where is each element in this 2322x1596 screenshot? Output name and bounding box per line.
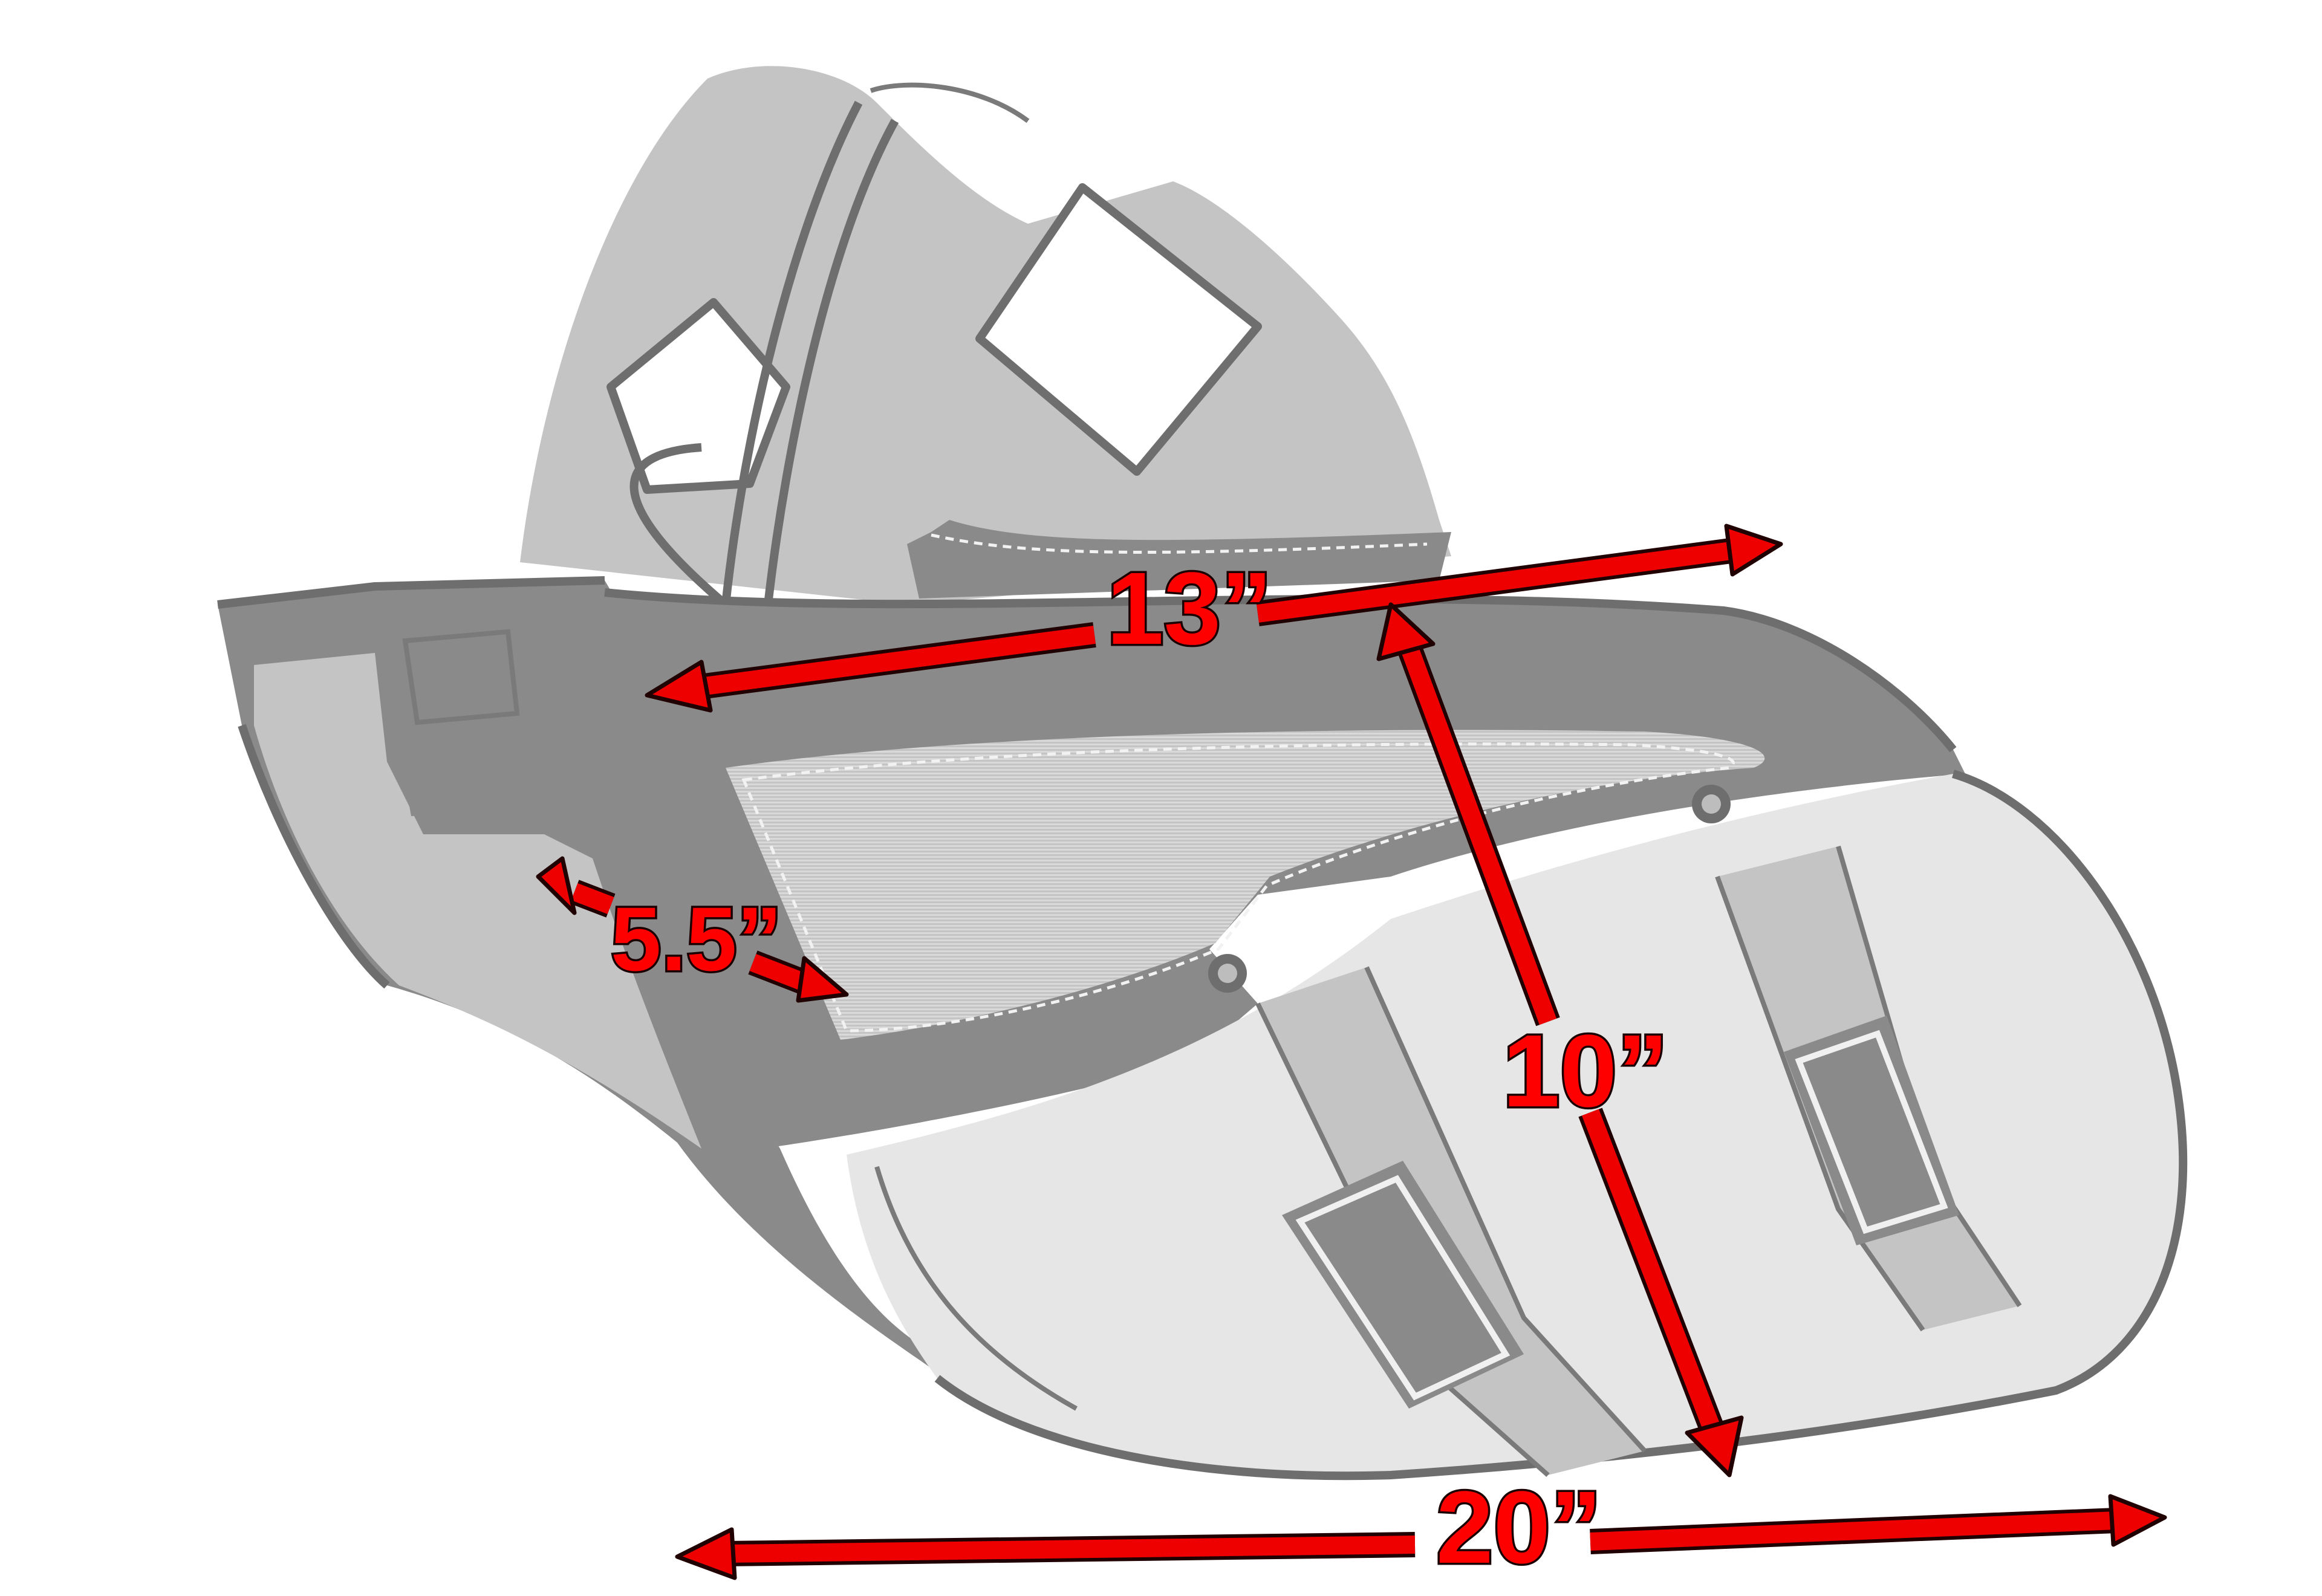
arrowhead-downright-icon [796,956,849,1003]
arrowhead-up-icon [1376,602,1436,661]
dimension-label-13: 13” [1107,551,1272,666]
arrowhead-left-icon [645,660,713,713]
dimension-height: 10” [1376,602,1744,1478]
bag-front-body [847,770,2188,1481]
arrowhead-right-icon [2108,1494,2167,1547]
buckle-right [1784,1016,1959,1245]
arrowhead-down-icon [1685,1415,1744,1478]
bag-back-panel [217,576,968,1372]
dimension-label-20: 20” [1436,1470,1602,1585]
dimension-label-10: 10” [1503,1014,1668,1129]
arrowhead-left-icon [675,1527,737,1580]
arrowhead-upleft-icon [536,856,577,915]
dimension-width-bottom: 20” [675,1468,2167,1588]
mounting-yoke [520,66,1451,608]
dimension-depth: 5.5” [536,856,849,1003]
dimension-width-top: 13” [645,524,1783,713]
buckle-left [1282,1161,1524,1409]
dimension-label-5-5: 5.5” [611,888,782,990]
saddlebag-illustration [217,66,2188,1481]
arrowhead-right-icon [1724,524,1783,577]
dimension-annotations: 13” 10” 5.5” [536,524,2167,1588]
